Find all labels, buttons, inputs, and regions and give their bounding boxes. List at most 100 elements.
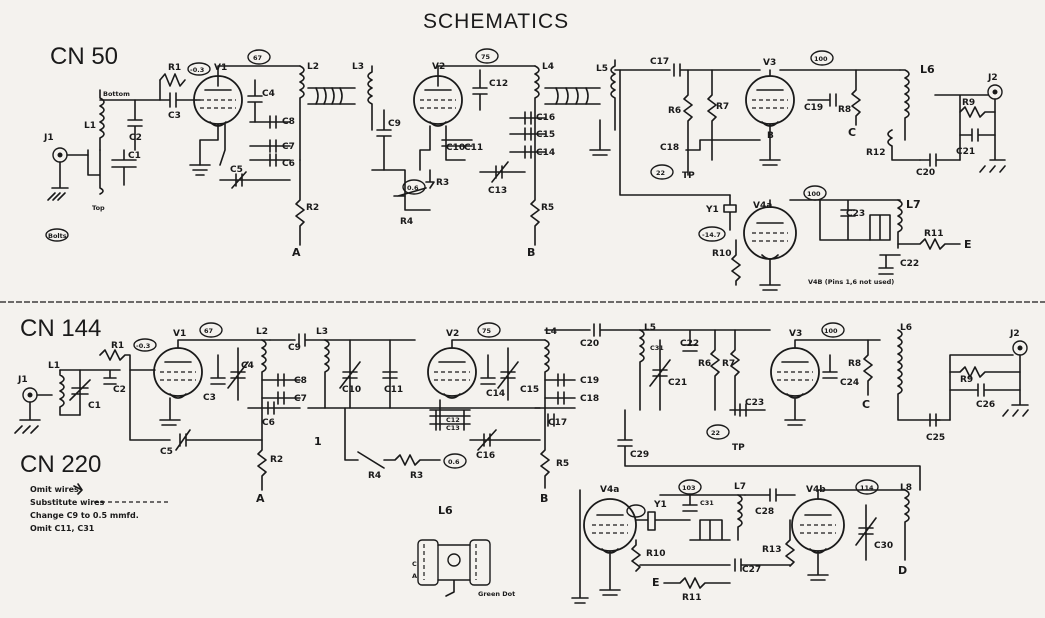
cn144-point-tp: TP xyxy=(732,443,745,453)
cn144-c20-label: C20 xyxy=(580,339,599,349)
cn50-c18-label: C18 xyxy=(660,143,679,153)
cn50-v3-label: V3 xyxy=(763,58,776,68)
cn144-c21-label: C21 xyxy=(668,378,687,388)
cn50-c8-label: C8 xyxy=(282,117,295,127)
cn144-point-c: C xyxy=(862,398,870,411)
sheet-title: SCHEMATICS xyxy=(423,10,569,33)
cn50-c14-label: C14 xyxy=(536,148,555,158)
cn144-c5-label: C5 xyxy=(160,447,173,457)
cn144-l7-label: L7 xyxy=(734,482,746,492)
cn50-c1-label: C1 xyxy=(128,151,141,161)
cn144-c4-label: C4 xyxy=(241,361,254,371)
cn50-c22-label: C22 xyxy=(900,259,919,269)
cn50-point-e: E xyxy=(964,238,972,251)
cn144-r10-label: R10 xyxy=(646,549,665,559)
cn144-r1-label: R1 xyxy=(111,341,124,351)
cn144-v3-plate-tag: 100 xyxy=(824,327,838,335)
cn144-v2-plate-tag: 75 xyxy=(482,327,492,335)
cn50-r10-label: R10 xyxy=(712,249,731,259)
cn50-point-b: B xyxy=(527,246,535,259)
cn144-c9-label: C9 xyxy=(288,343,301,353)
cn144-point-b: B xyxy=(540,492,548,505)
cn50-r6-label: R6 xyxy=(668,106,681,116)
cn50-v1-label: V1 xyxy=(214,63,227,73)
l6-detail-label: L6 xyxy=(438,504,453,517)
cn50-c6-label: C6 xyxy=(282,159,295,169)
cn50-j2-label: J2 xyxy=(987,73,998,83)
cn50-v2-plate-tag: 75 xyxy=(481,53,491,61)
l6-detail-note: Green Dot xyxy=(478,590,515,598)
cn50-c12-label: C12 xyxy=(489,79,508,89)
cn50-c15-label: C15 xyxy=(536,130,555,140)
cn144-v4a-label: V4a xyxy=(600,485,619,495)
cn144-r11-label: R11 xyxy=(682,593,701,603)
svg-text:A: A xyxy=(412,572,417,580)
cn50-point-a: A xyxy=(292,246,301,259)
cn50-r11-label: R11 xyxy=(924,229,943,239)
cn144-c27-label: C27 xyxy=(742,565,761,575)
cn50-v4-grid-tag: -14.7 xyxy=(702,231,721,239)
note-substitute-wires: Substitute wires xyxy=(30,498,105,507)
cn144-r7-label: R7 xyxy=(722,359,735,369)
cn144-v1-label: V1 xyxy=(173,329,186,339)
cn50-c20-label: C20 xyxy=(916,168,935,178)
cn144-c3-label: C3 xyxy=(203,393,216,403)
cn144-c8-label: C8 xyxy=(294,376,307,386)
cn144-c13-label: C13 xyxy=(446,424,460,432)
cn50-c21-label: C21 xyxy=(956,147,975,157)
cn50-top-note: Top xyxy=(92,204,105,212)
cn144-l4-label: L4 xyxy=(545,327,557,337)
cn144-c15-label: C15 xyxy=(520,385,539,395)
cn144-c17-label: C17 xyxy=(548,418,567,428)
cn50-l4-label: L4 xyxy=(542,62,554,72)
cn144-v4b-label: V4b xyxy=(806,485,826,495)
cn50-c3-label: C3 xyxy=(168,111,181,121)
cn50-v1-bias-tag: -0.3 xyxy=(190,66,204,74)
cn144-c26-label: C26 xyxy=(976,400,995,410)
cn50-r1-label: R1 xyxy=(168,63,181,73)
cn144-tp-tag: 22 xyxy=(711,429,720,437)
note-omit-c11-c31: Omit C11, C31 xyxy=(30,524,95,533)
cn50-point-c: C xyxy=(848,126,856,139)
cn144-y1-label: Y1 xyxy=(653,500,667,510)
cn50-c23-label: C23 xyxy=(846,209,865,219)
cn50-c19-label: C19 xyxy=(804,103,823,113)
note-omit-wires: Omit wires xyxy=(30,485,79,494)
cn144-c7-label: C7 xyxy=(294,394,307,404)
cn144-c2-label: C2 xyxy=(113,385,126,395)
cn144-circuit: J1 L1 C1 C2 R1 -0.3 C5 V1 67 C3 C4 L2 R2… xyxy=(14,322,1029,604)
cn50-r4-label: R4 xyxy=(400,217,413,227)
cn50-bottom-note: Bottom xyxy=(103,90,130,98)
cn50-v1-plate-tag: 67 xyxy=(253,54,262,62)
cn144-v2-cathode-tag: 0.6 xyxy=(448,458,460,466)
cn50-r2-label: R2 xyxy=(306,203,319,213)
cn50-r3-label: R3 xyxy=(436,178,449,188)
cn144-v1-plate-tag: 67 xyxy=(204,327,213,335)
cn144-r2-label: R2 xyxy=(270,455,283,465)
cn50-c7-label: C7 xyxy=(282,142,295,152)
cn50-y1-label: Y1 xyxy=(705,205,719,215)
section-label-cn220: CN 220 xyxy=(20,451,101,478)
cn50-circuit: J1 L1 Bottom Top C1 C2 R1 C3 -0.3 V1 67 xyxy=(43,48,1006,291)
cn50-l7-label: L7 xyxy=(906,198,921,211)
cn144-c18-label: C18 xyxy=(580,394,599,404)
cn50-c13-label: C13 xyxy=(488,186,507,196)
cn144-j1-label: J1 xyxy=(17,375,28,385)
cn50-r9-label: R9 xyxy=(962,98,975,108)
cn144-c22-label: C22 xyxy=(680,339,699,349)
cn144-point-d: D xyxy=(898,564,907,577)
cn50-bolts-note: Bolts xyxy=(48,232,67,240)
cn50-c4-label: C4 xyxy=(262,89,275,99)
svg-text:1: 1 xyxy=(314,435,322,448)
cn50-r12-label: R12 xyxy=(866,148,885,158)
cn144-r3-label: R3 xyxy=(410,471,423,481)
cn144-c23-label: C23 xyxy=(745,398,764,408)
cn144-c31-label: C31 xyxy=(650,344,664,352)
cn144-r4-label: R4 xyxy=(368,471,381,481)
cn50-c16-label: C16 xyxy=(536,113,555,123)
cn50-c11-label: C11 xyxy=(464,143,483,153)
cn144-c29-label: C29 xyxy=(630,450,649,460)
section-label-cn144: CN 144 xyxy=(20,315,101,342)
cn50-l6-label: L6 xyxy=(920,63,935,76)
